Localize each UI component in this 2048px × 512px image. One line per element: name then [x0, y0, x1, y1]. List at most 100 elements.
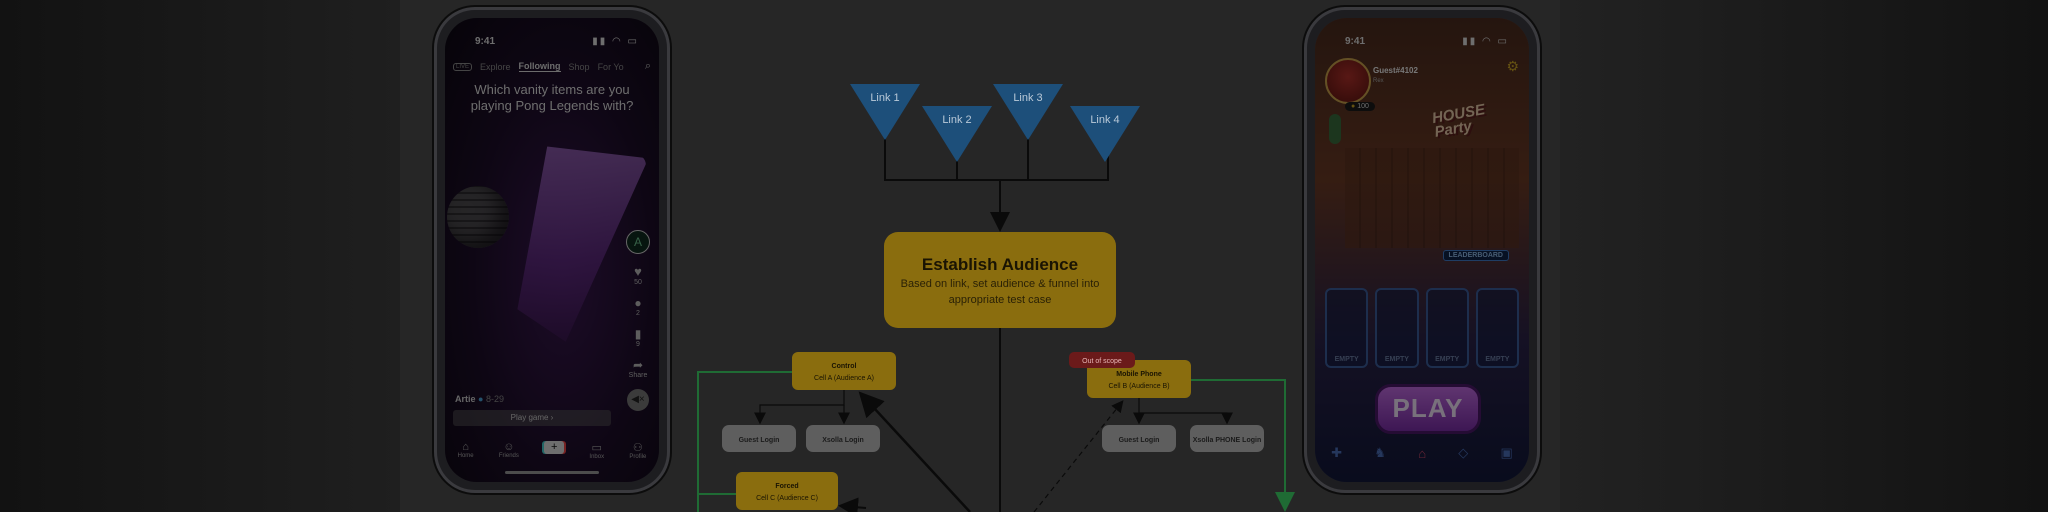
house-icon[interactable]: ⌂ — [1418, 445, 1427, 461]
audience-subtitle: Based on link, set audience & funnel int… — [900, 278, 1100, 306]
avatar[interactable]: A — [626, 230, 650, 254]
nav-friends[interactable]: ☺Friends — [499, 441, 519, 460]
signal-wifi-battery-icon: ▮▮ ◠ ▭ — [592, 36, 639, 47]
gift-icon[interactable]: ▣ — [1500, 445, 1513, 460]
author-name[interactable]: Artie — [455, 394, 476, 404]
establish-audience-node: Establish Audience Based on link, set au… — [884, 232, 1116, 328]
forced-arrow — [838, 497, 867, 512]
slot-label-3: EMPTY — [1435, 356, 1460, 363]
like-button[interactable]: ♥50 — [634, 264, 642, 286]
mobile-green-connector — [1191, 379, 1295, 512]
tab-explore[interactable]: Explore — [480, 61, 511, 72]
comment-icon: ● — [634, 296, 642, 310]
control-connectors — [754, 390, 850, 425]
xsolla-login-node: Xsolla Login — [806, 425, 880, 452]
nav-inbox[interactable]: ▭Inbox — [589, 441, 604, 460]
tiktok-status-bar: 9:41 ▮▮ ◠ ▭ — [475, 36, 639, 47]
gear-icon: ⚙ — [1506, 58, 1519, 74]
controller-icon[interactable]: ✚ — [1331, 445, 1343, 460]
out-of-scope-badge: Out of scope — [1069, 352, 1135, 368]
building-facade — [1345, 148, 1519, 248]
out-of-scope-label: Out of scope — [1082, 358, 1122, 365]
xsolla-phone-login-node: Xsolla PHONE Login — [1190, 425, 1264, 452]
tiktok-bottom-nav: ⌂Home ☺Friends + ▭Inbox ⚇Profile — [445, 441, 659, 460]
link-triangle-4: Link 4 — [1070, 106, 1140, 162]
guest-login-2-label: Guest Login — [1119, 437, 1160, 444]
home-icon: ⌂ — [462, 441, 469, 453]
control-node: Control Cell A (Audience A) — [792, 352, 896, 390]
mute-button[interactable]: ◀× — [627, 389, 649, 411]
disco-ball-image — [447, 186, 509, 248]
leaderboard-label: LEADERBOARD — [1448, 252, 1503, 259]
player-subtitle: Rex — [1373, 78, 1384, 84]
heart-icon: ♥ — [634, 264, 642, 279]
home-indicator — [505, 471, 599, 474]
comment-count: 2 — [636, 310, 640, 317]
play-button[interactable]: PLAY — [1375, 384, 1481, 434]
settings-button[interactable]: ⚙ — [1506, 58, 1519, 75]
player-avatar[interactable] — [1325, 58, 1371, 104]
player-slot-3[interactable]: EMPTY — [1425, 288, 1469, 368]
game-screen: 9:41 ▮▮ ◠ ▭ Guest#4102 Rex ⚙ ● 100 HOUSE… — [1315, 18, 1529, 482]
player-slot-4[interactable]: EMPTY — [1475, 288, 1519, 368]
bookmark-button[interactable]: ▮9 — [635, 327, 642, 348]
link-connectors — [884, 132, 1109, 232]
nav-inbox-label: Inbox — [589, 454, 605, 460]
slot-label-4: EMPTY — [1485, 356, 1510, 363]
coin-icon: ● — [1351, 103, 1356, 110]
control-arrow — [858, 391, 971, 512]
post-date: 8-29 — [485, 394, 504, 404]
coin-amount: 100 — [1357, 103, 1369, 110]
tiktok-author-row: Artie ● 8-29 — [455, 394, 504, 404]
leaderboard-button[interactable]: LEADERBOARD — [1442, 250, 1509, 261]
verified-icon: ● — [478, 394, 484, 404]
mobile-dashed-arrow — [1033, 400, 1124, 512]
nav-home-label: Home — [457, 453, 474, 459]
nav-profile[interactable]: ⚇Profile — [629, 441, 646, 460]
link-label-4: Link 4 — [1090, 114, 1119, 126]
control-green-connector — [697, 371, 792, 512]
game-time: 9:41 — [1345, 36, 1366, 47]
left-background — [0, 0, 400, 512]
control-subtitle: Cell A (Audience A) — [814, 375, 874, 382]
link-triangle-3: Link 3 — [993, 84, 1063, 140]
share-label: Share — [628, 372, 648, 379]
tab-for-you[interactable]: For You — [597, 61, 624, 72]
play-game-button[interactable]: Play game › — [453, 410, 611, 426]
share-button[interactable]: ➦Share — [629, 358, 648, 379]
audience-title: Establish Audience — [922, 255, 1078, 274]
forced-title: Forced — [775, 483, 798, 490]
guest-login-2-node: Guest Login — [1102, 425, 1176, 452]
forced-node: Forced Cell C (Audience C) — [736, 472, 838, 510]
game-bottom-nav: ✚ ♞ ⌂ ◇ ▣ — [1315, 440, 1529, 466]
nav-home[interactable]: ⌂Home — [458, 441, 474, 460]
profile-icon: ⚇ — [632, 442, 643, 454]
forced-subtitle: Cell C (Audience C) — [756, 495, 818, 502]
cat-icon[interactable]: ♞ — [1374, 445, 1386, 460]
comment-button[interactable]: ●2 — [634, 296, 641, 317]
flowchart: Link 1 Link 2 Link 3 Link 4 Establish Au… — [697, 84, 1295, 512]
friends-icon: ☺ — [503, 441, 515, 453]
nav-profile-label: Profile — [629, 454, 647, 460]
house-party-sign: HOUSE Party — [1430, 101, 1487, 141]
play-label: PLAY — [1392, 393, 1464, 423]
create-button[interactable]: + — [544, 441, 565, 460]
tab-shop[interactable]: Shop — [568, 61, 590, 72]
player-slot-1[interactable]: EMPTY — [1325, 288, 1369, 368]
control-title: Control — [832, 363, 857, 370]
mobile-connectors — [1133, 398, 1233, 425]
xsolla-phone-login-label: Xsolla PHONE Login — [1193, 437, 1261, 444]
tab-following[interactable]: Following — [518, 61, 561, 72]
game-phone: 9:41 ▮▮ ◠ ▭ Guest#4102 Rex ⚙ ● 100 HOUSE… — [1307, 10, 1537, 490]
player-slot-2[interactable]: EMPTY — [1375, 288, 1419, 368]
signal-wifi-battery-icon-2: ▮▮ ◠ ▭ — [1462, 36, 1509, 47]
link-triangle-2: Link 2 — [922, 106, 992, 162]
nav-friends-label: Friends — [498, 453, 519, 459]
diamond-icon[interactable]: ◇ — [1458, 445, 1469, 460]
game-status-bar: 9:41 ▮▮ ◠ ▭ — [1345, 36, 1509, 47]
share-icon: ➦ — [632, 358, 644, 372]
tab-live[interactable]: LIVE — [453, 62, 473, 71]
bookmark-icon: ▮ — [634, 327, 642, 341]
search-icon[interactable]: ⌕ — [644, 60, 651, 72]
slot-label-2: EMPTY — [1384, 356, 1409, 363]
